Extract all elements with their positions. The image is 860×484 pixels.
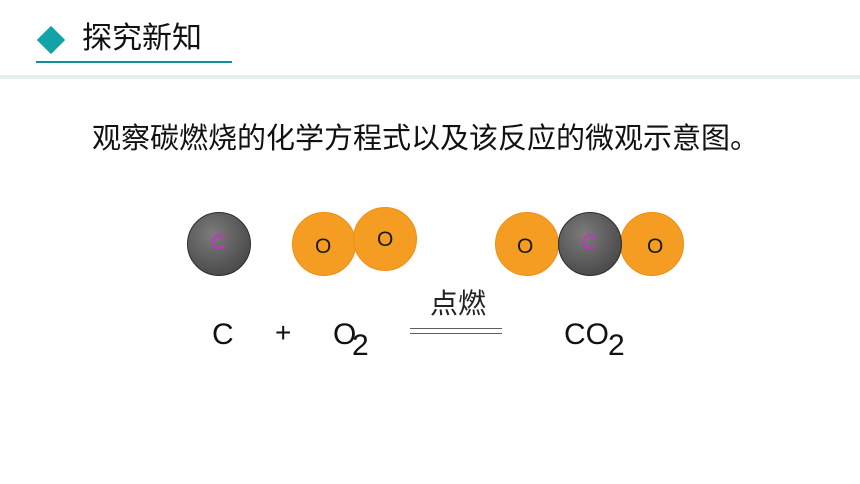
co2-oxygen-left-label: O (517, 235, 534, 258)
oxygen-atom-right (353, 207, 417, 271)
intro-text: 观察碳燃烧的化学方程式以及该反应的微观示意图。 (92, 121, 760, 155)
equation-reactant-oxygen-subscript: 2 (352, 329, 369, 362)
title-underline (36, 61, 232, 63)
equation-double-line-top (410, 328, 502, 329)
equation-reactant-oxygen: O (333, 318, 357, 351)
oxygen-atom-right-label: O (377, 228, 394, 251)
diamond-icon (36, 25, 66, 55)
carbon-atom-label: C (211, 231, 227, 254)
page-title: 探究新知 (82, 21, 202, 56)
header-divider (0, 75, 860, 79)
co2-oxygen-right-label: O (647, 235, 664, 258)
co2-carbon-center (558, 212, 622, 276)
oxygen-atom-left (292, 212, 356, 276)
co2-carbon-center-label: C (582, 231, 598, 254)
reaction-condition: 点燃 (430, 287, 487, 320)
oxygen-atom-left-label: O (315, 235, 332, 258)
carbon-atom (187, 212, 251, 276)
equation-product-base: CO (564, 318, 609, 351)
equation-double-line-bottom (410, 333, 502, 334)
equation-plus-sign: + (275, 317, 292, 348)
equation-reactant-carbon: C (212, 318, 234, 351)
equation-product-subscript: 2 (608, 329, 625, 362)
